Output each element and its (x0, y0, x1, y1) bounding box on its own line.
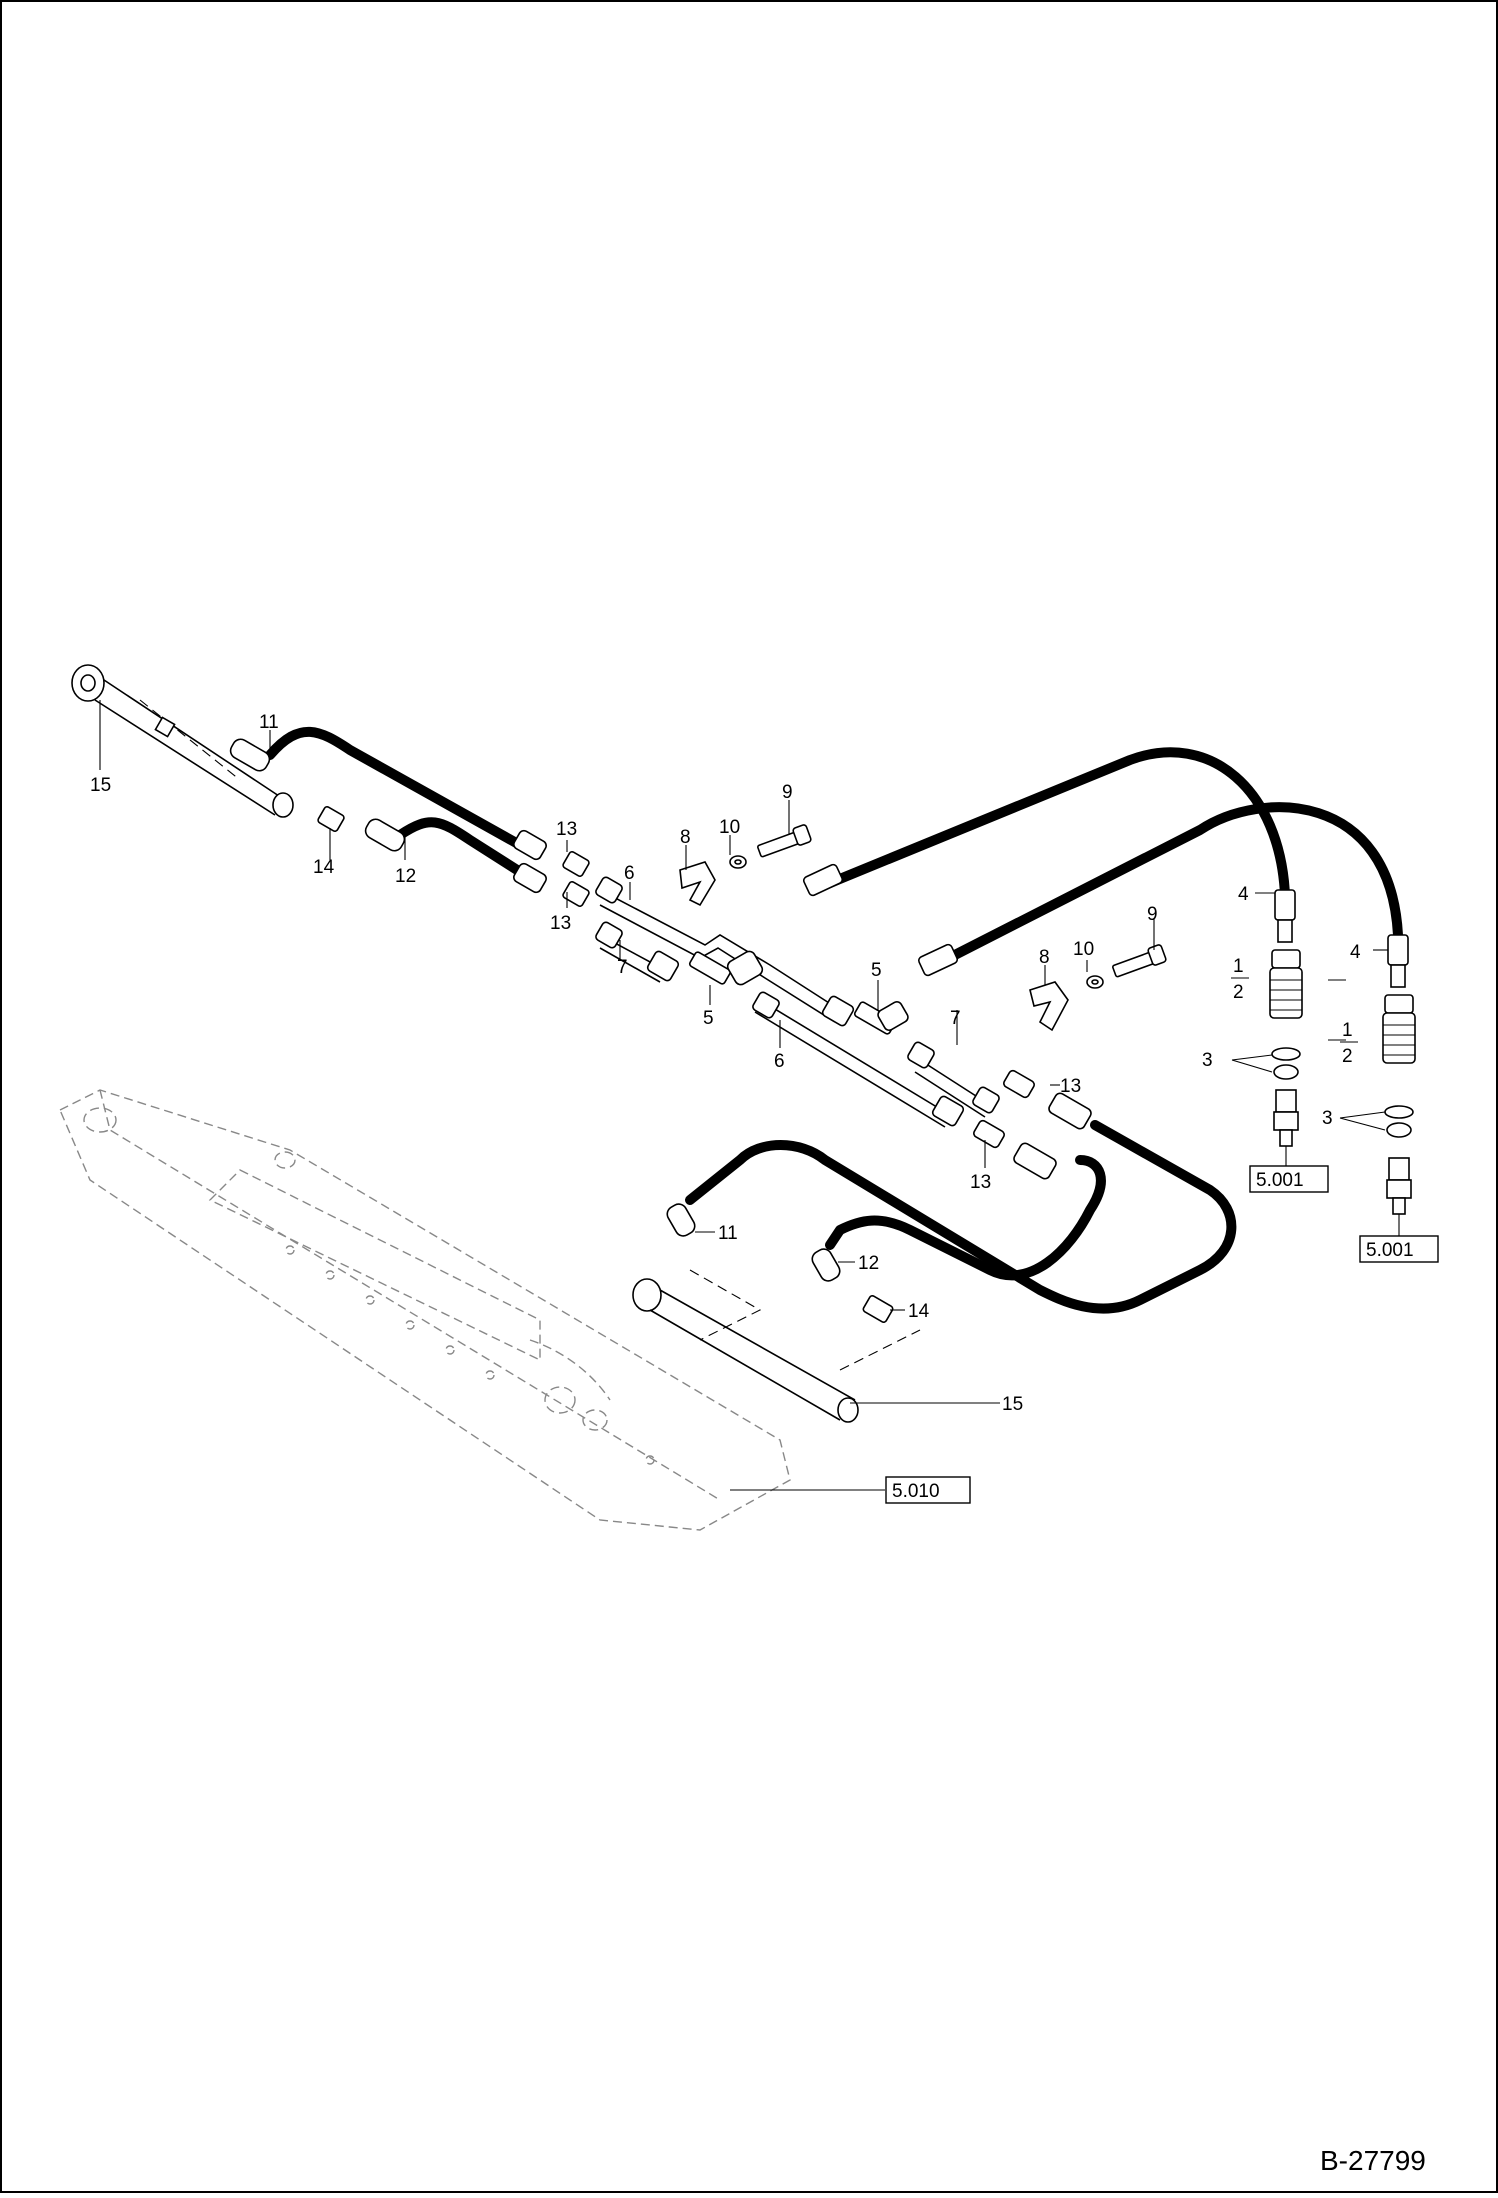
callout-1: 1 (1342, 1020, 1353, 1041)
callout-6: 6 (774, 1051, 785, 1072)
callout-12: 12 (858, 1253, 879, 1274)
reference-label: 5.001 (1366, 1240, 1414, 1261)
callout-8: 8 (680, 827, 691, 848)
callout-13: 13 (1060, 1076, 1081, 1097)
callout-4: 4 (1238, 884, 1249, 905)
callout-15: 15 (1002, 1394, 1023, 1415)
callout-13: 13 (556, 819, 577, 840)
hoses (265, 726, 1403, 1314)
reference-label: 5.001 (1256, 1170, 1304, 1191)
callout-6: 6 (624, 863, 635, 884)
callout-3: 3 (1202, 1050, 1213, 1071)
callout-13: 13 (550, 913, 571, 934)
callout-7: 7 (617, 957, 628, 978)
callout-4: 4 (1350, 942, 1361, 963)
leader-lines (99, 700, 1400, 1491)
callout-9: 9 (782, 782, 793, 803)
clamp-brackets (679, 861, 1069, 1032)
quick-coupling-1 (1269, 889, 1303, 1147)
bolts-washers (729, 824, 1167, 989)
reference-box (1359, 1235, 1439, 1263)
callout-11: 11 (259, 712, 279, 733)
boom-pipe-top-left (71, 664, 294, 818)
callout-5: 5 (703, 1008, 714, 1029)
rigid-pipes (599, 889, 991, 1128)
boom-pipe-lower (632, 1269, 921, 1423)
callout-numbers: 15 11 14 12 13 13 8 10 9 6 7 5 5 6 7 8 1… (90, 712, 1361, 1415)
callout-2: 2 (1342, 1046, 1353, 1067)
callout-14: 14 (313, 857, 335, 878)
callout-3: 3 (1322, 1108, 1333, 1129)
callout-8: 8 (1039, 947, 1050, 968)
callout-14: 14 (908, 1301, 930, 1322)
reference-boxes: 5.001 5.001 5.010 (885, 1165, 1439, 1504)
callout-10: 10 (1073, 939, 1094, 960)
callout-5: 5 (871, 960, 882, 981)
reference-box (1249, 1165, 1329, 1193)
document-number: B-27799 (1320, 2145, 1426, 2176)
callout-7: 7 (950, 1008, 961, 1029)
callout-13: 13 (970, 1172, 991, 1193)
reference-box (885, 1476, 971, 1504)
callout-2: 2 (1233, 982, 1244, 1003)
callout-9: 9 (1147, 904, 1158, 925)
callout-10: 10 (719, 817, 740, 838)
reference-label: 5.010 (892, 1481, 940, 1502)
callout-11: 11 (718, 1223, 738, 1244)
boom-arm-ghost (59, 1089, 791, 1531)
callout-15: 15 (90, 775, 111, 796)
quick-coupling-2 (1382, 934, 1416, 1215)
fittings (229, 738, 1092, 1323)
callout-12: 12 (395, 866, 416, 887)
callout-1: 1 (1233, 956, 1244, 977)
